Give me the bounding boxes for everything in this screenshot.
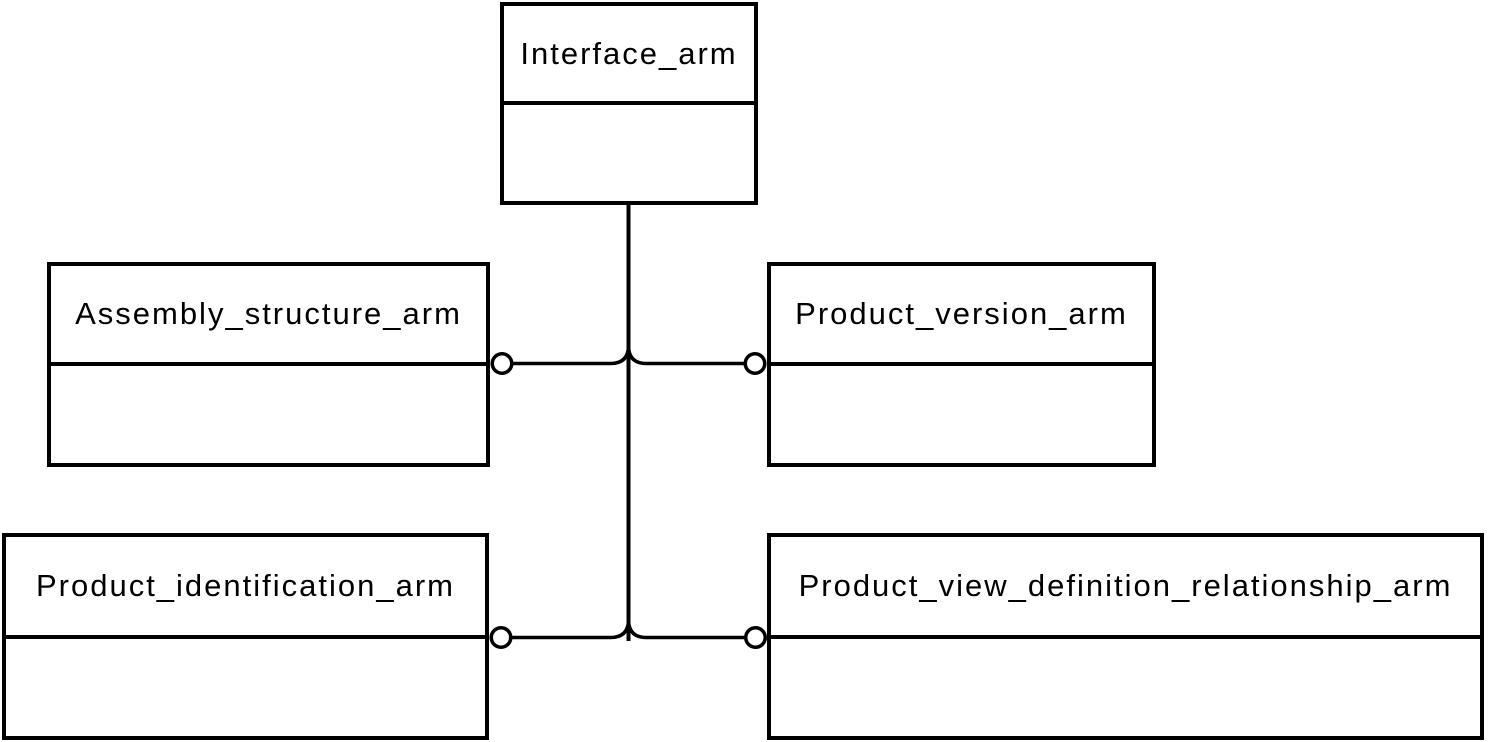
connector-branch-version xyxy=(626,345,755,366)
node-attributes-compartment xyxy=(771,639,1480,736)
node-title: Assembly_structure_arm xyxy=(51,266,486,366)
connector-branch-identification xyxy=(501,619,631,640)
node-attributes-compartment xyxy=(51,366,486,463)
connector-branch-assembly xyxy=(502,345,631,366)
node-product-identification-arm: Product_identification_arm xyxy=(2,533,489,740)
node-attributes-compartment xyxy=(6,639,485,736)
node-attributes-compartment xyxy=(771,366,1152,463)
node-product-version-arm: Product_version_arm xyxy=(767,262,1156,467)
node-title: Interface_arm xyxy=(504,6,754,105)
connector-branch-view-rel xyxy=(626,619,756,640)
node-product-view-definition-relationship-arm: Product_view_definition_relationship_arm xyxy=(767,533,1484,740)
circle-terminator-identification xyxy=(489,626,513,649)
circle-terminator-assembly xyxy=(490,352,514,375)
circle-terminator-view-rel xyxy=(744,626,767,649)
node-assembly-structure-arm: Assembly_structure_arm xyxy=(47,262,490,467)
node-interface-arm: Interface_arm xyxy=(500,2,758,205)
node-title: Product_identification_arm xyxy=(6,537,485,639)
node-attributes-compartment xyxy=(504,105,754,201)
node-title: Product_view_definition_relationship_arm xyxy=(771,537,1480,639)
node-title: Product_version_arm xyxy=(771,266,1152,366)
circle-terminator-version xyxy=(743,352,767,375)
